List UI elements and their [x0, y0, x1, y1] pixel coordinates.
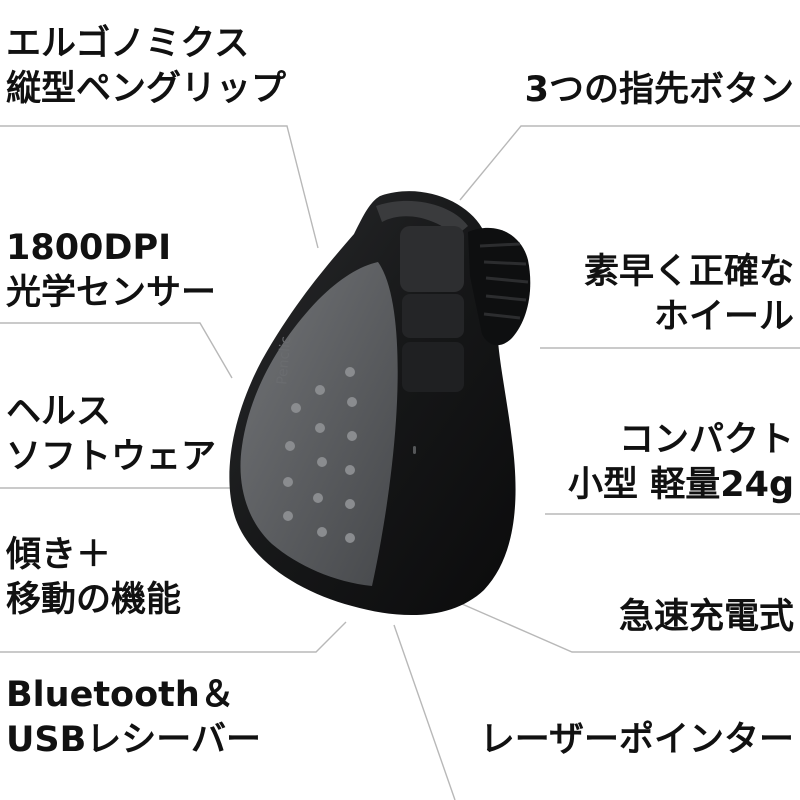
finger-button-1 — [400, 226, 464, 292]
feature-wheel: 素早く正確な ホイール — [583, 252, 794, 337]
grip-dots — [283, 367, 357, 543]
feature-size: コンパクト 小型 軽量24g — [568, 420, 794, 505]
leader-ergonomic — [0, 125, 319, 249]
status-led — [413, 446, 416, 454]
wheel-ridges — [479, 242, 529, 320]
finger-button-3 — [402, 342, 464, 392]
feature-software: ヘルス ソフトウェア — [6, 392, 217, 477]
leader-sensor — [0, 322, 233, 379]
feature-connectivity: Bluetooth＆ USBレシーバー — [6, 675, 261, 760]
leader-connectivity — [393, 624, 456, 800]
finger-button-2 — [402, 294, 464, 338]
feature-buttons: 3つの指先ボタン — [524, 70, 794, 110]
feature-tilt: 傾き＋ 移動の機能 — [6, 535, 182, 620]
feature-ergonomic: エルゴノミクス 縦型ペングリップ — [6, 24, 287, 109]
feature-laser: レーザーポインター — [479, 720, 794, 760]
leader-buttons — [459, 125, 800, 201]
leader-charging — [461, 603, 800, 653]
feature-sensor: 1800DPI 光学センサー — [6, 228, 217, 313]
feature-charging: 急速充電式 — [618, 597, 794, 637]
leader-tilt — [0, 621, 347, 653]
